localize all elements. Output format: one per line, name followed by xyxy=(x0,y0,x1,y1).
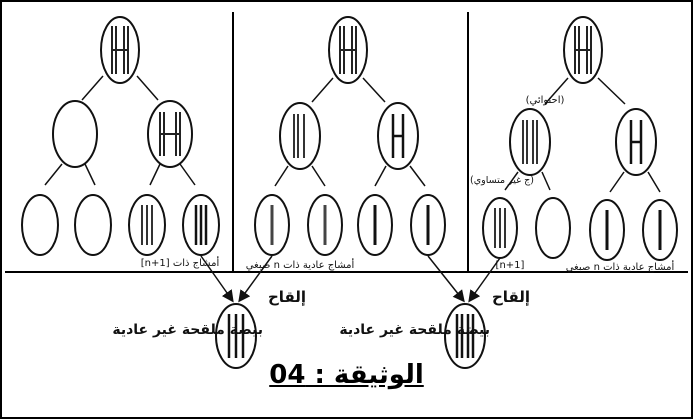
middle-panel-tree: أمشاج عادية ذات n صبغي xyxy=(246,16,446,271)
fertilization-arrows xyxy=(200,255,501,303)
right-gamete-label: أمشاج عادية ذات n صبغي xyxy=(566,260,675,273)
middle-gamete-label: أمشاج عادية ذات n صبغي xyxy=(246,258,355,271)
gamete-empty-1 xyxy=(21,194,59,256)
daughter-cell-empty xyxy=(52,100,98,168)
right-n1-label: [n+1] xyxy=(496,260,525,271)
fert-left-title: إلقاح xyxy=(268,288,306,306)
right-nonequal-label: (ج غير متساوي) xyxy=(470,175,534,186)
fert-right-sub: بيضة ملقحة غير عادية xyxy=(339,322,490,338)
zygote-left: إلقاح بيضة ملقحة غير عادية xyxy=(112,288,306,369)
left-gamete-label: أمشاج ذات [n+1] xyxy=(141,256,220,269)
document-caption: الوثيقة : 04 xyxy=(269,360,424,390)
gamete-empty-2 xyxy=(74,194,112,256)
right-ab-label: (احتوائي) xyxy=(526,95,565,106)
right-panel-tree: (احتوائي) (ج غير متساوي) [n+1] أمشاج عاد… xyxy=(470,16,678,273)
zygote-right: إلقاح بيضة ملقحة غير عادية xyxy=(339,288,530,369)
fert-left-sub: بيضة ملقحة غير عادية xyxy=(112,322,263,338)
left-panel-tree: أمشاج ذات [n+1] xyxy=(21,16,220,269)
fert-right-title: إلقاح xyxy=(492,288,530,306)
